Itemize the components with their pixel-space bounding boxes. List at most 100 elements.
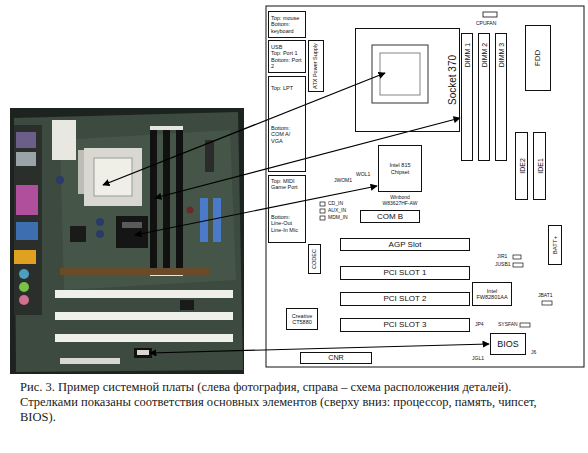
pin-label: Winbond W83627HF-AW <box>376 195 424 207</box>
pci-slot: PCI SLOT 2 <box>340 292 470 306</box>
capacitor <box>187 207 194 214</box>
chip <box>180 300 194 310</box>
bios-sticker <box>137 350 149 355</box>
power-connector: ATX Power Supply <box>308 40 324 92</box>
part-name: Bottom: Line-Out Line-In Mic <box>271 214 303 233</box>
audio-header <box>320 209 325 213</box>
pin-label: AUX_IN <box>328 208 346 214</box>
dimm-slot <box>176 130 183 272</box>
agp-slot: AGP Slot <box>340 238 470 251</box>
cpu-outline <box>372 45 428 103</box>
part-name: Creative CT5880 <box>289 313 315 326</box>
part-name: CNR <box>303 354 369 362</box>
leader-arrows <box>103 73 489 353</box>
audio-header <box>320 216 325 220</box>
board-outline <box>266 6 584 367</box>
pin-label: JWOM1 <box>334 178 352 184</box>
part-name: ATX Power Supply <box>313 43 319 89</box>
ide-connector: IDE2 <box>515 132 528 200</box>
memory-slot: DIMM 1 <box>461 33 473 161</box>
cpu-die <box>380 53 420 95</box>
pin-label: JBAT1 <box>538 293 553 299</box>
part-name: Top: LPT <box>271 85 303 91</box>
leader-arrow <box>103 73 385 185</box>
capacitor <box>96 230 104 238</box>
figure-caption: Рис. 3. Пример системной платы (слева фо… <box>20 380 572 425</box>
fdd-connector <box>205 140 214 172</box>
floppy-connector: FDD <box>525 25 551 91</box>
motherboard-photo <box>10 108 244 374</box>
pci-slot <box>55 312 233 320</box>
part-name: Bottom: COM A/ VGA <box>271 125 303 144</box>
part-name: Intel FW82801AA <box>475 288 509 301</box>
dimm-slot <box>150 130 157 272</box>
part-name: Socket 370 <box>448 55 458 105</box>
pin-label: JUSB1 <box>495 262 511 268</box>
part-name: COM B <box>363 212 417 221</box>
usb-port <box>16 152 36 166</box>
serial-connector: COM B <box>360 210 420 223</box>
part-name: Top: Port 1 <box>271 50 303 56</box>
io-panel <box>14 125 42 315</box>
socket-lever <box>78 150 84 194</box>
board-schematic <box>266 6 584 367</box>
battery: BATT+ <box>548 225 562 265</box>
audio-jack <box>19 295 29 305</box>
part-name: Intel 815 Chipset <box>381 162 419 175</box>
part-name: Bottom: keyboard <box>271 21 303 34</box>
part-name: AGP Slot <box>343 240 467 249</box>
audio-chip: Creative CT5880 <box>286 308 318 330</box>
part-name: FDD <box>534 50 542 66</box>
memory-slot: DIMM 3 <box>495 33 507 161</box>
part-name: IDE2 <box>518 158 525 174</box>
audio-jack <box>19 269 29 279</box>
dimm-slot <box>163 130 170 272</box>
pin-label: JIR1 <box>497 254 507 260</box>
part-name: PCI SLOT 2 <box>343 294 467 303</box>
io-controller-chip: Intel FW82801AA <box>472 282 512 306</box>
leader-arrow <box>135 186 377 235</box>
cpu-socket <box>84 148 142 206</box>
pin-label: SYSFAN <box>498 322 518 328</box>
audio-header <box>320 202 325 206</box>
bios-chip <box>134 348 152 358</box>
pin-label: MDM_IN <box>328 215 348 221</box>
port-connector-box: Top: mouseBottom: keyboard <box>268 11 306 38</box>
part-name: IDE1 <box>536 158 543 174</box>
board-area <box>60 130 236 290</box>
agp-slot <box>60 268 210 275</box>
memory-slot: DIMM 2 <box>478 33 490 161</box>
dimm-latch <box>150 126 183 130</box>
pin-label: WOL1 <box>356 172 370 178</box>
pin-label: CPUFAN <box>476 21 496 27</box>
pci-slot: PCI SLOT 1 <box>340 266 470 280</box>
fan-header <box>483 12 497 17</box>
board-surface <box>14 112 243 372</box>
port-connector-box: USBTop: Port 1Bottom: Port 2 <box>268 40 306 73</box>
vga-port <box>16 222 38 240</box>
part-name: BATT+ <box>552 236 558 254</box>
chipset-mark <box>122 222 142 228</box>
lpt-port <box>16 185 38 215</box>
pin-header <box>542 301 552 305</box>
part-name: PCI SLOT 3 <box>343 320 467 329</box>
part-name: DIMM 1 <box>464 42 471 67</box>
audio-jack <box>19 282 29 292</box>
port-connector-box: Top: MIDI Game PortBottom: Line-Out Line… <box>268 175 306 243</box>
chipset-chip: Intel 815 Chipset <box>378 145 422 192</box>
part-name: Top: MIDI Game Port <box>271 178 303 191</box>
part-name: BIOS <box>493 339 523 349</box>
game-port <box>14 250 36 264</box>
ide-connector <box>213 198 221 242</box>
pin-label: JP4 <box>475 322 484 328</box>
pci-slot: PCI SLOT 3 <box>340 318 470 332</box>
capacitor <box>56 176 64 184</box>
port-connector-box: Top: LPT Bottom: COM A/ VGA <box>268 76 306 172</box>
pci-slot <box>55 290 233 298</box>
part-name: Top: mouse <box>271 15 303 21</box>
pin-label: JGL1 <box>472 356 484 362</box>
part-name: DIMM 2 <box>481 42 488 67</box>
part-name: PCI SLOT 1 <box>343 268 467 277</box>
pin-label: J6 <box>531 350 536 356</box>
